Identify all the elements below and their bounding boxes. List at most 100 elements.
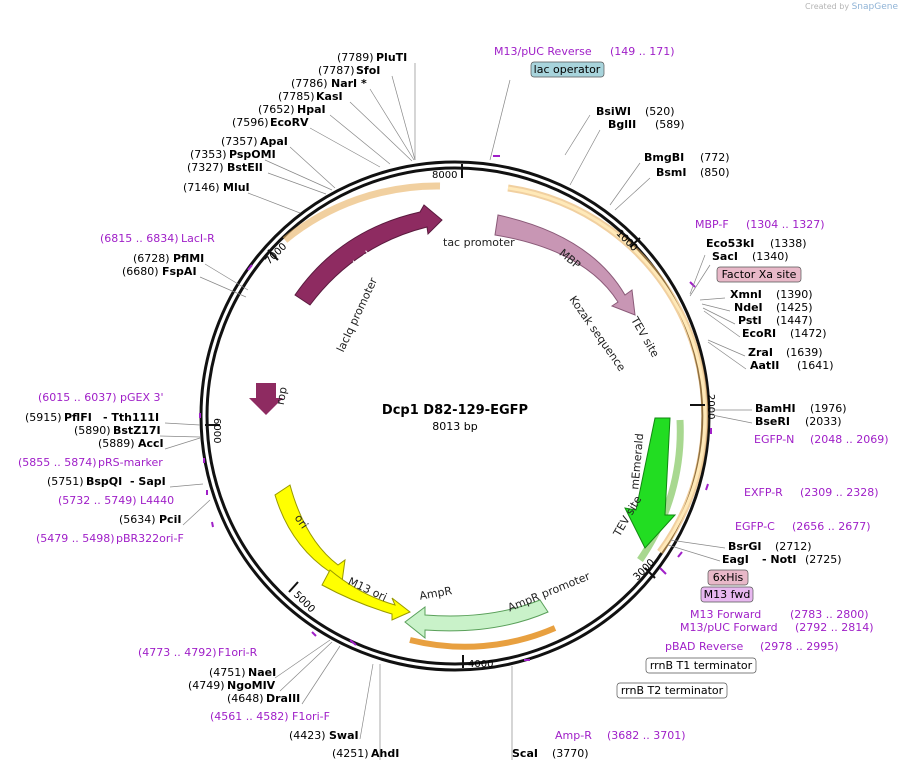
MBP-arrow[interactable] [494,214,636,316]
enzyme-label: SacI [712,250,738,263]
enzyme-position: (5634) [119,513,156,526]
enzyme-position: (520) [645,105,675,118]
enzyme-label: PciI [159,513,181,526]
enzyme-position: (1447) [776,314,813,327]
ruler-label-8000: 8000 [432,170,457,181]
enzyme-label: KasI [316,90,343,103]
plasmid-name: Dcp1 D82-129-EGFP [382,403,528,418]
enzyme-label: BsiWI [596,105,631,118]
enzyme-label: ScaI [512,747,538,760]
enzyme-label: EcoRI [742,327,776,340]
enzyme-label: NgoMIV [227,679,276,692]
primer-label: LacI-R [181,232,215,245]
tac-promoter-label: tac promoter [443,236,515,249]
ruler-label-4000: 4000 [468,659,493,670]
rrnB-T2-box: rrnB T2 terminator [616,682,728,699]
primer-range: (1304 .. 1327) [746,218,825,231]
lacI-arrow[interactable] [294,204,443,306]
primer-range: (4561 .. 4582) [210,710,289,723]
enzyme-label: MluI [223,181,250,194]
enzyme-label: BmgBI [644,151,684,164]
enzyme-label: - Tth111I [103,411,159,424]
enzyme-label: BseRI [755,415,790,428]
factor-xa-box: Factor Xa site [716,266,802,283]
enzyme-position: (7146) [183,181,220,194]
enzyme-position: (4751) [209,666,246,679]
enzyme-position: (1472) [790,327,827,340]
enzyme-label: EcoRV [270,116,309,129]
enzyme-label: - NotI [762,553,797,566]
feature-arc-green [637,419,684,562]
enzyme-position: (2033) [805,415,842,428]
primer-label: MBP-F [695,218,729,231]
enzyme-position: (1338) [770,237,807,250]
enzyme-position: (4648) [227,692,264,705]
svg-text:6xHis: 6xHis [713,571,744,584]
ruler-label-6000: 6000 [211,418,222,443]
enzyme-label: PspOMI [229,148,276,161]
enzyme-label: BsrGI [728,540,761,553]
primer-range: (5732 .. 5749) [58,494,137,507]
enzyme-position: (5751) [47,475,84,488]
primer-label: M13/pUC Forward [680,621,778,634]
svg-text:rrnB T2 terminator: rrnB T2 terminator [621,684,724,697]
primer-label: F1ori-F [292,710,330,723]
enzymes-left: (7789) PluTI (7787) SfoI (7786) NarI * (… [25,51,589,760]
enzyme-label: DraIII [266,692,300,705]
enzyme-label: PstI [738,314,762,327]
enzyme-position: (3770) [552,747,589,760]
feature-arc-ampr-bottom [409,625,557,650]
primer-label: M13 Forward [690,608,761,621]
ruler-ticks [205,164,705,668]
enzymes-right: BsiWI (520) BglII (589) BmgBI (772) BsmI… [596,105,847,566]
enzyme-position: (1641) [797,359,834,372]
primer-range: (6015 .. 6037) [38,391,117,404]
rop-arrow[interactable] [249,383,283,415]
enzyme-label: HpaI [297,103,326,116]
enzyme-label: AccI [138,437,164,450]
primer-marks [199,155,712,661]
snapgene-watermark: Created by SnapGene [805,2,898,12]
enzyme-position: (7786) [291,77,328,90]
primer-range: (2048 .. 2069) [810,433,889,446]
enzyme-label: SfoI [356,64,380,77]
enzyme-position: (7789) [337,51,374,64]
primer-label: pGEX 3' [120,391,164,404]
enzyme-label: BglII [608,118,636,131]
enzyme-position: (2725) [805,553,842,566]
snapgene-logo: SnapGene [851,2,898,12]
primer-range: (4773 .. 4792) [138,646,217,659]
AmpR-arrow[interactable] [404,599,549,640]
enzyme-label: ApaI [260,135,288,148]
M13-ori-arrow[interactable] [321,569,411,621]
enzyme-label: BamHI [755,402,796,415]
primer-range: (2309 .. 2328) [800,486,879,499]
enzyme-label: BspQI [86,475,122,488]
enzyme-label: FspAI [162,265,197,278]
primer-label: pRS-marker [98,456,163,469]
ruler-label-3000: 3000 [632,557,658,583]
m13-fwd-box: M13 fwd [700,586,754,603]
enzyme-position: (6680) [122,265,159,278]
rop-label: rop [274,386,290,406]
primer-range: (2656 .. 2677) [792,520,871,533]
enzyme-position: (7785) [278,90,315,103]
primer-label: EGFP-N [754,433,794,446]
ori-arrow[interactable] [274,484,346,583]
enzyme-label: NdeI [734,301,763,314]
lac-operator-box: lac operator [530,61,605,78]
enzyme-position: (7787) [318,64,355,77]
enzyme-label: EagI [722,553,749,566]
primer-label: Amp-R [555,729,592,742]
enzyme-position: (772) [700,151,730,164]
enzyme-position: (1425) [776,301,813,314]
mEmerald-arrow[interactable] [624,417,677,549]
enzyme-label: AatII [750,359,779,372]
leader-lines [159,63,753,760]
enzyme-position: (7353) [190,148,227,161]
primer-label: pBAD Reverse [665,640,743,653]
enzyme-label: BstEII [227,161,263,174]
primer-label: EGFP-C [735,520,775,533]
lacIq-promoter-label: lacIq promoter [334,275,380,354]
primer-label: pBR322ori-F [116,532,184,545]
